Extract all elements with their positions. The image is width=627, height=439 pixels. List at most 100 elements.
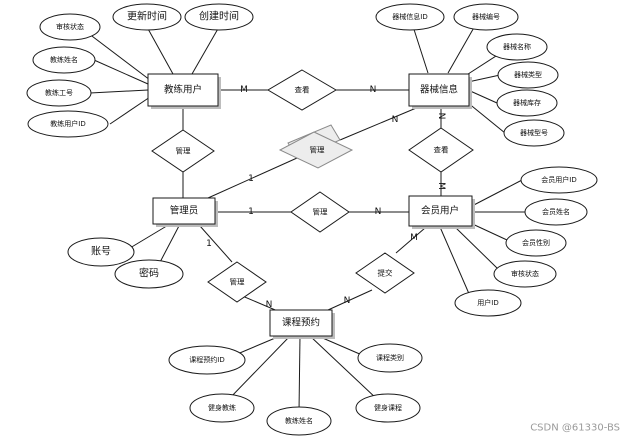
card-view-member: M <box>436 182 446 190</box>
card-diag-equip: N <box>392 115 399 125</box>
edge-booking-fitness-course <box>309 335 379 401</box>
edge-coach-user-id <box>109 96 151 125</box>
entity-coach-user-label: 教练用户 <box>164 84 202 96</box>
attr-booking-fitness-coach: 健身教练 <box>189 393 255 423</box>
attr-member-user-id-label: 会员用户ID <box>541 175 576 184</box>
entity-equipment-info-label: 器械信息 <box>420 84 458 96</box>
attr-member-review-status-label: 审核状态 <box>511 269 539 278</box>
attr-admin-account-label: 账号 <box>91 246 111 258</box>
relationship-view-right-label: 查看 <box>434 145 449 155</box>
entity-admin: 管理员 <box>152 197 218 227</box>
attr-equip-name-label: 器械名称 <box>503 42 531 51</box>
attr-member-review-status: 审核状态 <box>493 260 557 288</box>
attr-equip-info-id: 器械信息ID <box>375 3 445 31</box>
relationship-view-top-label: 查看 <box>295 85 310 95</box>
card-manage-member: N <box>375 207 382 217</box>
attr-admin-password-label: 密码 <box>139 267 159 280</box>
edge-member-review-status <box>454 226 498 269</box>
edge-coach-update-time <box>146 26 174 75</box>
attr-booking-id-label: 课程预约ID <box>189 355 224 364</box>
edge-booking-coach-name <box>298 335 301 413</box>
entity-course-booking-label: 课程预约 <box>282 317 320 329</box>
relationship-manage-mid-label: 管理 <box>313 207 328 217</box>
edge-admin-manage-diag <box>207 157 298 199</box>
attr-member-gender: 会员性别 <box>505 229 567 257</box>
attr-booking-course-type: 课程类别 <box>357 343 423 373</box>
edge-booking-course-type <box>317 335 363 356</box>
relationship-manage-diag-label: 管理 <box>310 145 325 155</box>
attr-member-gender-label: 会员性别 <box>522 238 550 247</box>
attr-coach-user-id: 教练用户ID <box>27 110 109 138</box>
edge-member-user-id <box>469 179 523 208</box>
edge-booking-id <box>234 335 281 356</box>
relationship-manage-left-label: 管理 <box>176 146 191 156</box>
attr-coach-update-time-label: 更新时间 <box>127 10 167 23</box>
relationship-submit: 提交 <box>355 252 415 294</box>
edge-member-submit <box>395 227 426 254</box>
card-admin-bottom: 1 <box>206 239 212 249</box>
card-member-submit: M <box>410 233 418 243</box>
card-bottom-booking: N <box>266 300 273 310</box>
attr-member-user-id: 会员用户ID <box>520 166 598 194</box>
card-view-equip: N <box>370 85 377 95</box>
edge-coach-name <box>93 59 149 85</box>
edge-equip-stock <box>467 89 498 104</box>
relationship-manage-left: 管理 <box>151 129 215 173</box>
edge-coach-create-time <box>191 26 220 75</box>
attr-member-user-id2-label: 用户ID <box>477 298 498 307</box>
attr-equip-info-id-label: 器械信息ID <box>392 12 427 21</box>
entity-coach-user: 教练用户 <box>147 73 221 109</box>
edge-manage-bottom-booking <box>239 294 281 313</box>
attr-coach-update-time: 更新时间 <box>112 3 182 31</box>
cardinality-labels: M N N M 1 N 1 N 1 N M N <box>206 85 446 310</box>
attr-equip-model: 器械型号 <box>503 119 565 147</box>
attr-coach-create-time: 创建时间 <box>184 3 254 31</box>
attr-equip-no-label: 器械编号 <box>472 12 500 21</box>
attr-equip-type: 器械类型 <box>497 61 559 89</box>
edge-manage-diag-equip <box>339 105 422 141</box>
edge-submit-booking <box>327 289 373 311</box>
attr-coach-name-label: 教练姓名 <box>50 55 78 64</box>
attr-member-user-id2: 用户ID <box>454 289 522 317</box>
edge-admin-manage-bottom <box>199 225 233 263</box>
card-submit-booking: N <box>344 296 351 306</box>
relationship-submit-label: 提交 <box>378 268 393 278</box>
attr-equip-type-label: 器械类型 <box>514 70 542 79</box>
attr-booking-fitness-course-label: 健身课程 <box>374 403 402 412</box>
attr-booking-coach-name: 教练姓名 <box>266 406 332 436</box>
relationship-manage-diag: 管理 <box>278 124 354 169</box>
edge-booking-fitness-coach <box>227 335 291 401</box>
relationship-view-top: 查看 <box>267 69 337 111</box>
attr-admin-account: 账号 <box>67 237 135 267</box>
card-admin-diag: 1 <box>248 174 254 184</box>
card-coach-view: M <box>240 85 248 95</box>
attr-booking-course-type-label: 课程类别 <box>376 353 404 362</box>
relationship-view-right: 查看 <box>408 127 474 173</box>
attr-coach-create-time-label: 创建时间 <box>199 10 239 23</box>
attr-coach-no: 教练工号 <box>26 79 92 107</box>
card-admin-manage: 1 <box>248 207 254 217</box>
attr-member-name: 会员姓名 <box>524 198 588 226</box>
edge-admin-password <box>157 223 181 267</box>
entity-member-user: 会员用户 <box>408 195 475 229</box>
attr-member-name-label: 会员姓名 <box>542 207 570 216</box>
attr-equip-model-label: 器械型号 <box>520 128 548 137</box>
attr-coach-user-id-label: 教练用户ID <box>50 119 85 128</box>
edge-admin-account <box>129 223 171 249</box>
attr-equip-name: 器械名称 <box>486 33 548 61</box>
attr-equip-stock-label: 器械库存 <box>513 98 541 107</box>
attr-booking-id: 课程预约ID <box>168 345 246 375</box>
relationship-manage-bottom: 管理 <box>207 261 267 303</box>
attr-equip-stock: 器械库存 <box>496 89 558 117</box>
relationship-manage-mid: 管理 <box>290 191 350 233</box>
entity-member-user-label: 会员用户 <box>421 205 459 217</box>
relationship-manage-bottom-label: 管理 <box>230 277 245 287</box>
attr-coach-name: 教练姓名 <box>32 46 96 74</box>
attr-booking-fitness-course: 健身课程 <box>355 393 421 423</box>
entity-course-booking: 课程预约 <box>269 309 335 339</box>
edge-member-user-id2 <box>439 226 471 297</box>
attr-booking-coach-name-label: 教练姓名 <box>285 416 313 425</box>
card-equip-view-right: N <box>436 113 446 120</box>
attr-coach-review-status: 审核状态 <box>39 13 101 41</box>
